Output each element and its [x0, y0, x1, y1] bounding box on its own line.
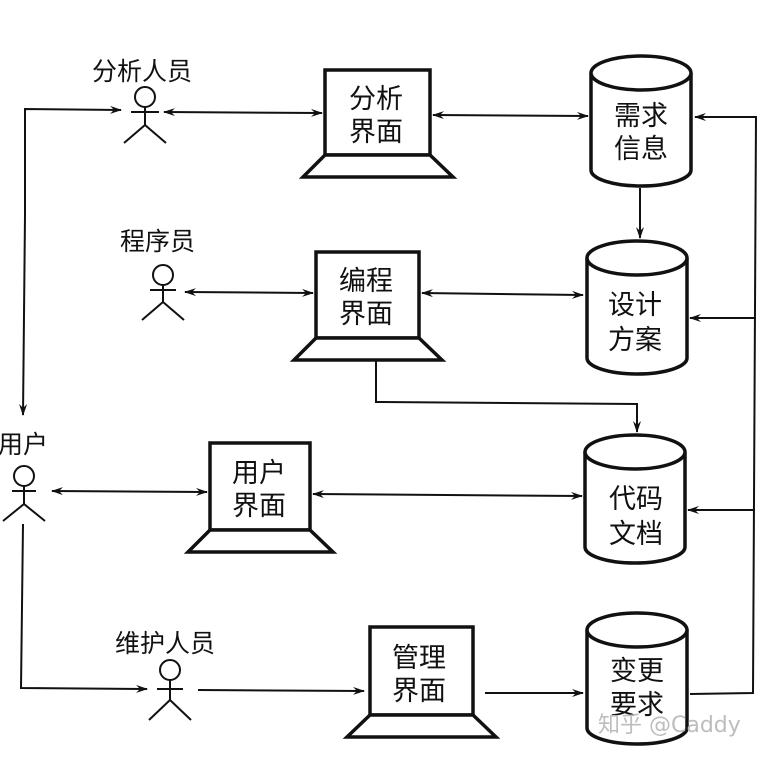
arrow-programmer-programming-ui: [184, 288, 314, 297]
arrow-programming-ui-code-docs: [375, 360, 641, 433]
interface-label-line2: 界面: [349, 117, 403, 148]
arrow-left-to-analyst: [24, 105, 122, 215]
store-label-line2: 要求: [610, 690, 664, 721]
interface-label-line1: 分析: [349, 84, 403, 115]
actor-programmer: 程序员: [120, 227, 195, 321]
actor-label: 维护人员: [115, 629, 215, 658]
arrow-user-user-ui: [51, 487, 208, 496]
stick-figure-icon: [141, 264, 185, 321]
arrow-left-to-user: [19, 214, 28, 416]
database-cylinder-icon: [585, 611, 689, 746]
store-label-line1: 设计: [608, 290, 662, 321]
store-label-line1: 需求: [614, 101, 668, 132]
database-cylinder-icon: [589, 54, 693, 188]
actor-user: 用户: [0, 430, 48, 522]
interface-label-line1: 用户: [232, 458, 286, 489]
arrow-analysis-ui-requirements: [432, 111, 589, 120]
actor-analyst: 分析人员: [92, 57, 192, 144]
arrow-user-ui-code-docs: [312, 490, 583, 500]
watermark-text: 知乎 @Caddy: [598, 713, 741, 738]
store-label-line2: 方案: [608, 325, 662, 356]
store-design: 设计 方案: [585, 239, 689, 376]
stick-figure-icon: [2, 465, 46, 522]
database-cylinder-icon: [583, 433, 687, 565]
store-label-line2: 信息: [614, 134, 668, 165]
stick-figure-icon: [123, 86, 167, 144]
interface-label-line1: 管理: [392, 643, 446, 674]
actor-maintainer: 维护人员: [115, 629, 215, 721]
interface-management: 管理 界面: [342, 625, 501, 739]
store-requirements: 需求 信息: [589, 54, 693, 188]
store-label-line1: 变更: [610, 656, 664, 687]
actor-label: 用户: [0, 430, 48, 459]
laptop-icon: [289, 250, 447, 362]
store-label-line2: 文档: [609, 519, 663, 550]
feedback-bus-right: [689, 115, 757, 695]
arrow-user-to-maintainer: [19, 523, 148, 693]
interface-programming: 编程 界面: [289, 250, 447, 362]
store-code-docs: 代码 文档: [583, 433, 687, 565]
interface-label-line2: 界面: [392, 676, 446, 707]
laptop-icon: [183, 441, 338, 554]
arrow-programming-ui-design: [421, 289, 584, 299]
laptop-icon: [342, 625, 501, 739]
laptop-icon: [298, 68, 458, 179]
arrow-maintainer-management-ui: [197, 686, 365, 695]
store-label-line1: 代码: [609, 484, 663, 515]
stick-figure-icon: [148, 659, 192, 721]
arrow-analyst-analysis-ui: [163, 108, 323, 117]
store-change-requests: 变更 要求: [585, 611, 689, 746]
interface-label-line1: 编程: [339, 266, 393, 297]
actor-label: 分析人员: [92, 57, 192, 86]
interface-label-line2: 界面: [339, 299, 393, 330]
interface-user: 用户 界面: [183, 441, 338, 554]
actor-label: 程序员: [120, 227, 195, 256]
interface-analysis: 分析 界面: [298, 68, 458, 179]
interface-label-line2: 界面: [232, 491, 286, 522]
database-cylinder-icon: [585, 239, 689, 376]
